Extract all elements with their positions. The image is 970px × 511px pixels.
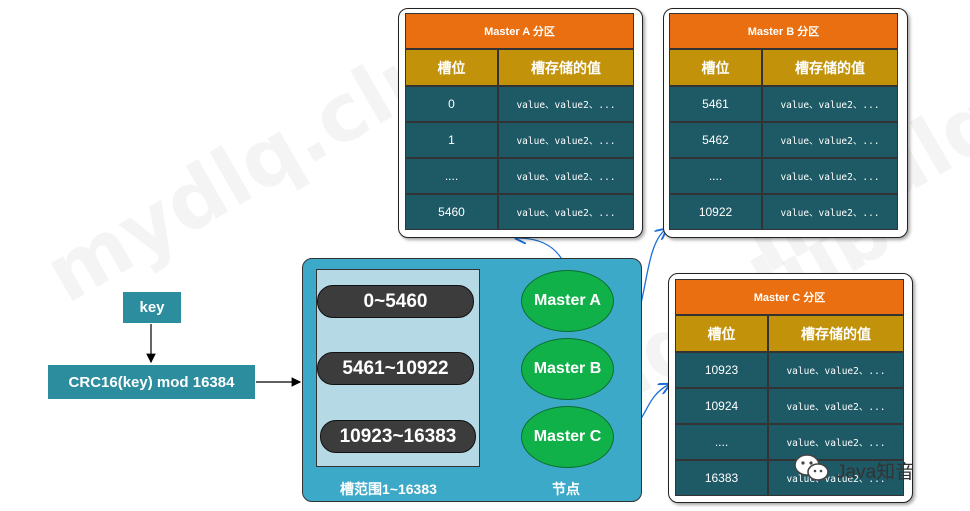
partition-a-slot-cell: ....: [405, 158, 498, 194]
slot-range-a: 0~5460: [317, 285, 474, 318]
partition-b-slot-cell: 10922: [669, 194, 762, 230]
partition-b-value-cell: value、value2、...: [762, 86, 898, 122]
partition-a-slot-cell: 0: [405, 86, 498, 122]
partition-c-col-value: 槽存储的值: [768, 315, 904, 352]
partition-a-slot-cell: 5460: [405, 194, 498, 230]
partition-c-slot-cell: ....: [675, 424, 768, 460]
partition-b-col-value: 槽存储的值: [762, 49, 898, 86]
partition-c-slot-cell: 10924: [675, 388, 768, 424]
partition-b-title: Master B 分区: [669, 13, 898, 49]
partition-c-slot-cell: 10923: [675, 352, 768, 388]
partition-b-slot-cell: 5462: [669, 122, 762, 158]
partition-b-slot-cell: 5461: [669, 86, 762, 122]
partition-a-col-slot: 槽位: [405, 49, 498, 86]
master-b-node: Master B: [521, 338, 614, 400]
partition-a-value-cell: value、value2、...: [498, 122, 634, 158]
hash-function-box: CRC16(key) mod 16384: [48, 365, 255, 399]
partition-c-col-slot: 槽位: [675, 315, 768, 352]
node-caption: 节点: [552, 481, 580, 497]
slot-range-c: 10923~16383: [320, 420, 476, 453]
partition-c-title: Master C 分区: [675, 279, 904, 315]
partition-a-title: Master A 分区: [405, 13, 634, 49]
partition-c-value-cell: value、value2、...: [768, 424, 904, 460]
partition-b-value-cell: value、value2、...: [762, 194, 898, 230]
partition-a-value-cell: value、value2、...: [498, 158, 634, 194]
partition-c-value-cell: value、value2、...: [768, 460, 904, 496]
partition-c-value-cell: value、value2、...: [768, 388, 904, 424]
partition-b-slot-cell: ....: [669, 158, 762, 194]
partition-b-value-cell: value、value2、...: [762, 158, 898, 194]
partition-a-value-cell: value、value2、...: [498, 86, 634, 122]
slot-range-caption: 槽范围1~16383: [340, 481, 437, 497]
partition-b-col-slot: 槽位: [669, 49, 762, 86]
master-a-node: Master A: [521, 270, 614, 332]
partition-a-slot-cell: 1: [405, 122, 498, 158]
partition-b-value-cell: value、value2、...: [762, 122, 898, 158]
slot-range-b: 5461~10922: [317, 352, 474, 385]
partition-a-col-value: 槽存储的值: [498, 49, 634, 86]
key-box: key: [123, 292, 181, 323]
wechat-icon: [794, 454, 829, 481]
master-c-node: Master C: [521, 406, 614, 468]
partition-a-value-cell: value、value2、...: [498, 194, 634, 230]
brand-label: Java知音: [836, 462, 915, 483]
partition-c-value-cell: value、value2、...: [768, 352, 904, 388]
partition-c-slot-cell: 16383: [675, 460, 768, 496]
